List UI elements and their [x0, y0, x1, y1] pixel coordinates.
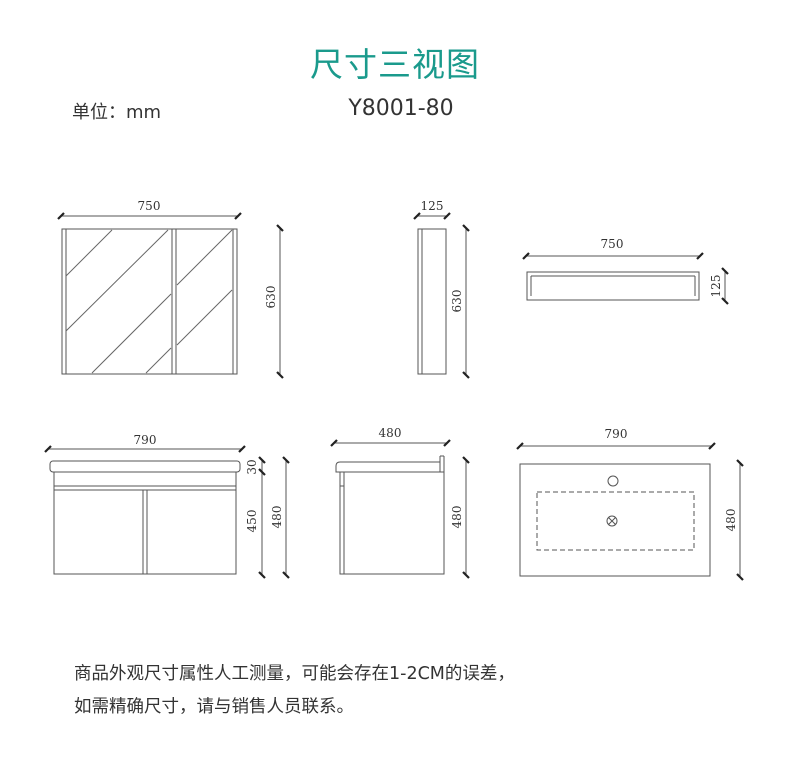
mirror-side-depth-label: 125: [421, 199, 444, 213]
cabinet-front-width-label: 790: [134, 433, 157, 447]
cabinet-top-width-label: 790: [605, 427, 628, 441]
mirror-front-view: 750 630: [57, 199, 284, 379]
mirror-side-outline: [417, 228, 447, 375]
cabinet-body: [53, 471, 237, 575]
mirror-front-height-label: 630: [264, 286, 278, 309]
cabinet-front-total-label: 480: [270, 506, 284, 529]
cabinet-front-body-label: 450: [245, 510, 259, 533]
mirror-front-width-label: 750: [138, 199, 161, 213]
cabinet-side-height-label: 480: [450, 506, 464, 529]
mirror-front-outline: [61, 228, 238, 375]
unit-label: 单位：mm: [72, 102, 162, 123]
mirror-hatch-left: [65, 229, 172, 374]
cabinet-side-depth-label: 480: [379, 426, 402, 440]
cabinet-side-countertop: [335, 461, 441, 473]
cabinet-side-body: [339, 471, 445, 575]
faucet-hole-icon: [607, 475, 619, 487]
measurement-note-line1: 商品外观尺寸属性人工测量，可能会存在1-2CM的误差，: [74, 664, 515, 684]
cabinet-top-view: 790 480: [516, 427, 744, 581]
measurement-note-line2: 如需精确尺寸，请与销售人员联系。: [74, 697, 354, 717]
cabinet-front-view: 790 30 450 480: [44, 433, 290, 579]
cabinet-front-top-label: 30: [245, 459, 259, 474]
mirror-side-height-label: 630: [450, 290, 464, 313]
cabinet-top-outline: [519, 463, 711, 577]
mirror-top-depth-label: 125: [709, 275, 723, 298]
mirror-hatch-right: [176, 229, 233, 346]
model-number: Y8001-80: [348, 96, 454, 121]
cabinet-side-view: 480 480: [330, 426, 470, 579]
mirror-side-view: 125 630: [413, 199, 470, 379]
basin-outline-dashed: [536, 491, 695, 551]
drain-icon: [606, 515, 618, 527]
mirror-top-view: 750 125: [522, 237, 729, 305]
cabinet-top-depth-label: 480: [724, 509, 738, 532]
mirror-top-outline: [526, 271, 700, 301]
page-title: 尺寸三视图: [310, 45, 480, 84]
cabinet-countertop: [49, 460, 241, 473]
mirror-top-width-label: 750: [601, 237, 624, 251]
